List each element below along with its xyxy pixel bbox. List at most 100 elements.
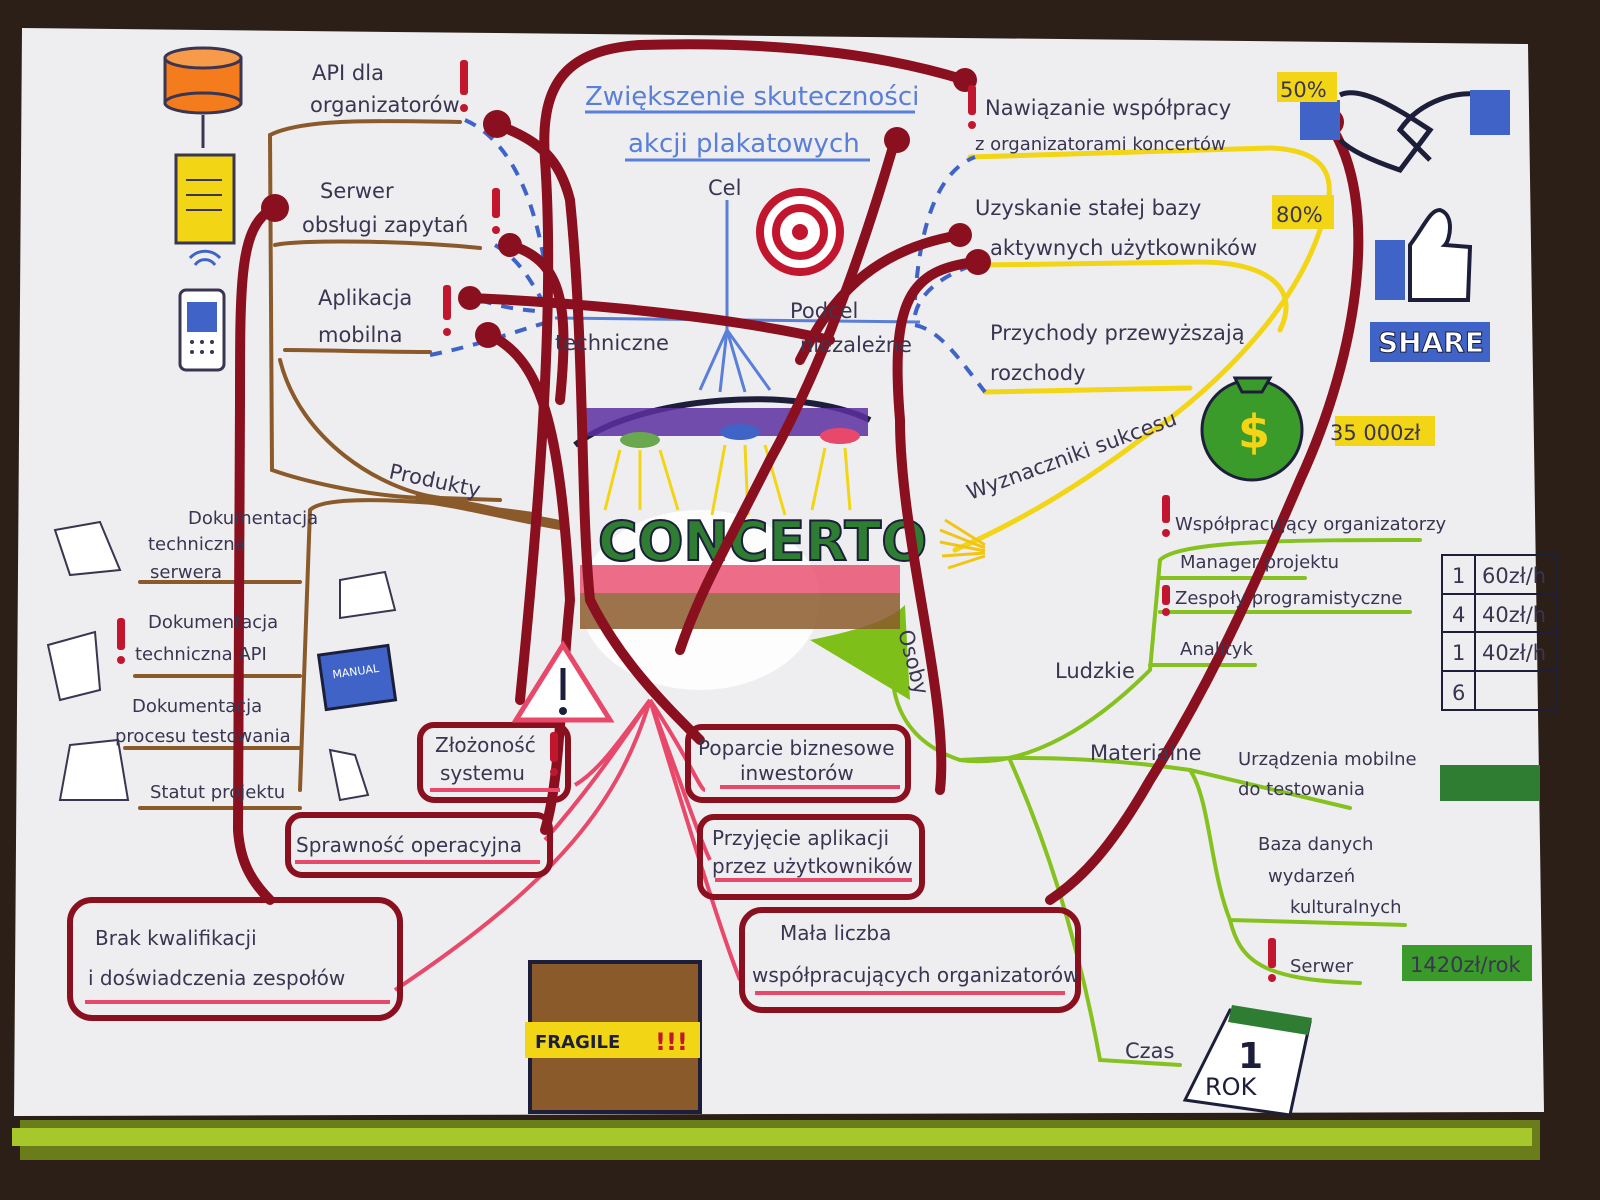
money-value: 35 000zł [1330,421,1421,445]
title-line-1: Zwiększenie skuteczności [585,82,919,112]
risk-brak-2: i doświadczenia zespołów [88,966,345,990]
material-2-line-1: Baza danych [1258,834,1373,855]
material-2-line-3: kulturalnych [1290,897,1402,918]
thumbs-up-icon [1375,207,1473,302]
risk-poparcie-1: Poparcie biznesowe [698,736,895,760]
green-branches [890,538,1422,1067]
cost-table [1441,554,1558,711]
api-line-2: organizatorów [310,93,460,117]
app-line-1: Aplikacja [318,286,412,310]
doc-1-line-3: serwera [150,562,222,583]
material-1-line-2: do testowania [1238,779,1365,800]
goal-1-line-1: Nawiązanie współpracy [985,96,1231,120]
risk-box-brak-kwalifikacji [67,897,403,1021]
risk-underlines [85,785,1065,1004]
pink-lines [393,698,742,992]
risk-box-sprawnosc [285,812,553,878]
doc-2-line-2: techniczna API [135,644,267,665]
table-cell: 4 [1452,603,1465,627]
yellow-branches [952,145,1332,553]
stage-brown [580,593,900,629]
material-3-line-1: Serwer [1290,956,1354,977]
risk-zlozonosc-1: Złożoność [435,733,536,757]
doc-1-line-2: techniczna [148,534,246,555]
svg-text:$: $ [1238,405,1270,459]
api-line-1: API dla [312,61,384,85]
percent-highlight-1 [1277,72,1337,102]
percent-highlight-2 [1272,195,1334,229]
risk-przyjecie-1: Przyjęcie aplikacji [712,826,889,850]
goal-3-line-2: rozchody [990,361,1086,385]
material-2-line-2: wydarzeń [1268,866,1355,887]
board-green-edge [12,1128,1532,1146]
risk-przyjecie-2: przez użytkowników [712,854,913,878]
money-bag-icon: $ [1200,376,1304,482]
svg-text:!!!: !!! [655,1028,688,1056]
table-cell: 6 [1452,681,1465,705]
goal-2-line-1: Uzyskanie stałej bazy [975,196,1201,220]
materialne-label: Materialne [1090,741,1202,765]
fragile-box-icon: FRAGILE !!! [525,960,702,1114]
risk-box-mala-liczba [739,907,1081,1013]
left-docs: Dokumentacja techniczna serwera Dokument… [115,508,318,803]
target-icon [756,188,844,276]
podcel-left-label: techniczne [555,331,669,355]
handshake-icon [1300,90,1510,173]
app-line-2: mobilna [318,323,402,347]
server-icon [174,153,236,245]
logo-concerto: CONCERTO [598,510,927,573]
doc-3-line-2: procesu testowania [115,726,291,747]
center-title: Zwiększenie skuteczności akcji plakatowy… [585,82,919,200]
doc-4-line-1: Statut projektu [150,782,285,803]
risk-mala-2: współpracujących organizatorów [752,963,1079,987]
risk-poparcie-2: inwestorów [740,761,854,785]
doc-2-line-1: Dokumentacja [148,612,278,633]
svg-text:FRAGILE: FRAGILE [535,1032,620,1053]
risk-texts: Złożoność systemu Sprawność operacyjna B… [88,733,1079,990]
share-badge [1370,322,1490,362]
percent-2: 80% [1276,203,1323,227]
manual-book-icon: MANUAL [316,643,398,712]
risk-mala-1: Mała liczba [780,921,891,945]
risk-boxes [67,722,1081,1021]
doc-1-line-1: Dokumentacja [188,508,318,529]
percent-1: 50% [1280,78,1327,102]
people-1: Współpracujący organizatorzy [1175,514,1447,535]
risk-sprawnosc: Sprawność operacyjna [296,833,522,857]
ludzkie-label: Ludzkie [1055,659,1135,683]
server-line-2: obsługi zapytań [302,213,468,237]
phone-icon [178,288,226,372]
green-scribble [1440,765,1540,801]
title-line-2: akcji plakatowych [628,129,860,159]
doc-3-line-1: Dokumentacja [132,696,262,717]
warning-icon [511,640,615,723]
goal-3-line-1: Przychody przewyższają [990,321,1245,345]
podcel-right-bottom: niezależne [800,333,912,357]
cel-label: Cel [708,176,741,200]
server-line-1: Serwer [320,179,394,203]
brown-branches [123,119,565,810]
risk-box-zlozonosc [417,722,571,803]
wifi-icon [188,249,222,266]
table-cell: 1 [1452,564,1465,588]
table-cell: 40zł/h [1482,603,1546,627]
svg-text:ROK: ROK [1205,1073,1258,1101]
people-4: Analityk [1180,639,1253,660]
people-2: Manager projektu [1180,552,1339,573]
exclamation-marks [117,60,1276,982]
risk-box-przyjecie [697,814,925,900]
table-cell: 60zł/h [1482,564,1546,588]
document-icon [46,520,397,802]
calendar-icon: 1 ROK [1182,1005,1312,1117]
people-3: Zespoły programistyczne [1175,588,1402,609]
goal-2-line-2: aktywnych użytkowników [990,236,1257,260]
stage-pink [580,565,900,593]
database-icon [163,46,243,115]
podcel-right-top: Podcel [790,299,858,323]
spotlight-rig [573,396,872,516]
share-label: SHARE [1378,326,1484,359]
table-cell: 40zł/h [1482,641,1546,665]
czas-label: Czas [1125,1039,1175,1063]
money-highlight [1335,416,1435,446]
